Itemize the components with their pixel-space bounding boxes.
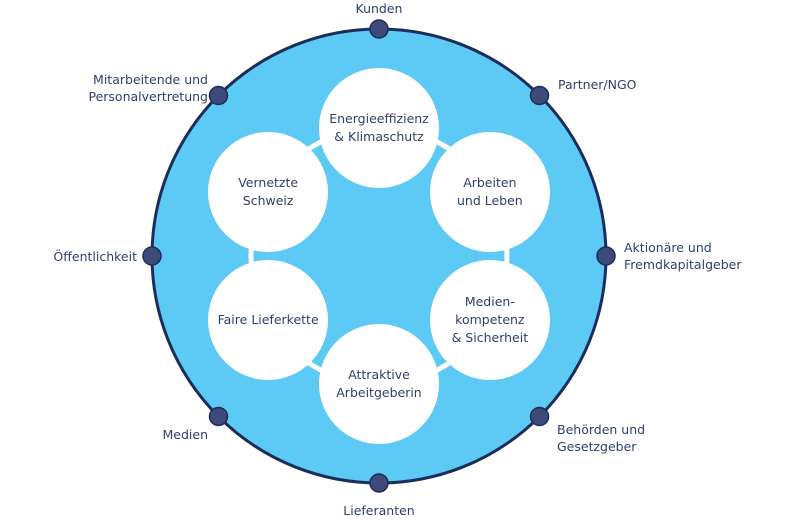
topic-label: Faire Lieferkette — [217, 312, 319, 327]
topic-circle-medien: Medien- kompetenz & Sicherheit — [429, 260, 550, 380]
stakeholder-label-lieferanten: Lieferanten — [343, 502, 415, 518]
stakeholder-label-behoerden-und: Behörden und Gesetzgeber — [557, 422, 646, 454]
stakeholder-node-oeffentlichkeit — [142, 246, 162, 266]
stakeholder-node-aktionaere-und — [596, 246, 616, 266]
topic-label: Attraktive Arbeitgeberin — [336, 367, 422, 400]
stakeholder-label-partner-ngo: Partner/NGO — [558, 76, 637, 92]
stakeholder-node-medien — [208, 406, 229, 427]
stakeholder-node-partner-ngo — [529, 85, 550, 106]
stakeholder-label-kunden: Kunden — [355, 0, 403, 16]
topic-label: Medien- kompetenz & Sicherheit — [451, 294, 529, 345]
topic-label: Energieeffizienz & Klimaschutz — [329, 111, 429, 144]
topic-circle-vernetzte: Vernetzte Schweiz — [208, 132, 329, 252]
topic-circle-arbeiten: Arbeiten und Leben — [429, 132, 550, 252]
topic-circle-faire-lieferkette: Faire Lieferkette — [208, 260, 329, 380]
stakeholder-label-oeffentlichkeit: Öffentlichkeit — [53, 248, 137, 264]
stakeholder-node-lieferanten — [369, 473, 389, 493]
stakeholder-label-aktionaere-und: Aktionäre und Fremdkapitalgeber — [624, 240, 742, 272]
stakeholder-node-mitarbeitende-und — [208, 85, 229, 106]
stakeholder-node-behoerden-und — [529, 406, 550, 427]
topic-label: Arbeiten und Leben — [456, 175, 523, 208]
stakeholder-node-kunden — [369, 19, 389, 39]
topic-circle-energieeffizienz: Energieeffizienz & Klimaschutz — [319, 68, 439, 188]
stakeholder-label-mitarbeitende-und: Mitarbeitende und Personalvertretung — [88, 72, 208, 104]
topic-label: Vernetzte Schweiz — [238, 175, 299, 208]
stakeholder-label-medien: Medien — [162, 426, 209, 442]
topic-circle-attraktive: Attraktive Arbeitgeberin — [319, 324, 439, 444]
